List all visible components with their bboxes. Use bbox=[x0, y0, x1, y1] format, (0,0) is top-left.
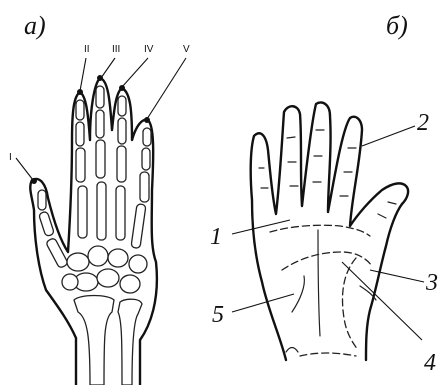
thumb-distal-phalanx bbox=[38, 190, 46, 210]
middle-distal bbox=[96, 86, 104, 108]
radius-bone bbox=[74, 296, 114, 385]
palm-label-5: 5 bbox=[212, 302, 224, 328]
carpal-bones bbox=[62, 246, 147, 293]
panel-label-a: а) bbox=[24, 11, 46, 40]
palm-hand: 1 2 3 4 5 bbox=[210, 103, 438, 377]
ring-middle bbox=[118, 118, 126, 144]
ring-metacarpal bbox=[116, 186, 125, 240]
index-middle bbox=[76, 122, 84, 146]
little-metacarpal bbox=[131, 204, 146, 249]
palm-crease-life bbox=[343, 258, 359, 350]
ring-proximal bbox=[117, 146, 126, 182]
ulna-bone bbox=[118, 299, 142, 385]
fingertip-dot-4 bbox=[119, 85, 125, 91]
finger-label-1: I bbox=[9, 152, 12, 163]
middle-middle bbox=[96, 110, 104, 138]
palm-crease-vertical bbox=[318, 230, 320, 336]
little-distal bbox=[143, 128, 151, 146]
little-proximal bbox=[140, 172, 149, 202]
middle-proximal bbox=[96, 140, 105, 178]
finger-label-5: V bbox=[183, 44, 190, 55]
palm-crease-head bbox=[282, 252, 372, 270]
palm-label-1: 1 bbox=[210, 224, 222, 250]
index-metacarpal bbox=[78, 186, 87, 238]
thumb-metacarpal bbox=[46, 237, 69, 268]
finger-label-4: IV bbox=[144, 44, 154, 55]
finger-label-2: II bbox=[84, 44, 90, 55]
wrist-crease bbox=[300, 353, 356, 356]
palm-crease-heart bbox=[270, 225, 370, 236]
palm-label-4: 4 bbox=[424, 350, 436, 376]
fingertip-dot-5 bbox=[144, 117, 150, 123]
little-middle bbox=[142, 148, 150, 170]
wrist-mark-left bbox=[286, 348, 298, 353]
palm-label-3: 3 bbox=[425, 270, 438, 296]
finger-label-3: III bbox=[112, 44, 120, 55]
panel-label-b: б) bbox=[386, 11, 408, 40]
palm-label-2: 2 bbox=[417, 110, 429, 136]
ring-distal bbox=[118, 96, 126, 116]
index-distal bbox=[76, 100, 84, 120]
skeletal-hand: I II III IV V bbox=[9, 44, 190, 385]
middle-metacarpal bbox=[97, 182, 106, 240]
index-proximal bbox=[76, 148, 85, 182]
